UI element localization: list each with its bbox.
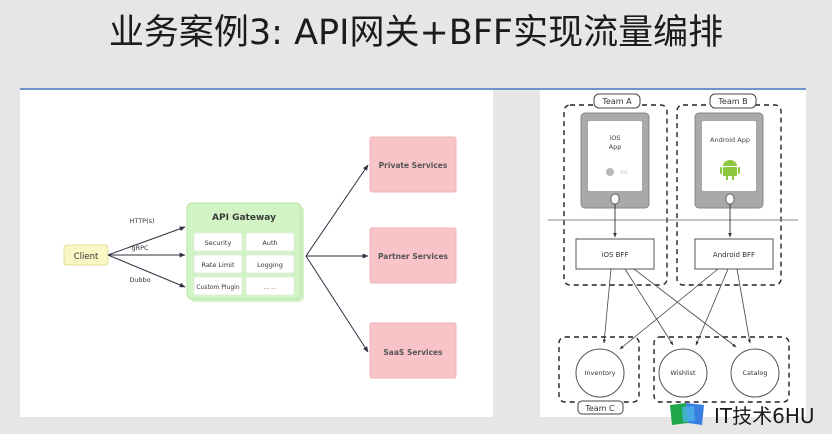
bff-diagram: Team A Team B iOS App iOS Android App [548,93,798,415]
partner-services-label: Partner Services [378,252,449,261]
team-b-label: Team B [717,97,747,106]
book-logo-icon [670,403,704,425]
slide-title: 业务案例3: API网关+BFF实现流量编排 [108,13,724,53]
team-c-label: Team C [584,404,615,413]
partner-services-node: Partner Services [369,227,457,284]
gateway-service-arrows [305,164,369,353]
plugin-security: Security [205,239,232,247]
team-a-label: Team A [601,97,632,106]
api-gateway-node: API Gateway Security Auth Rate Limit Log… [186,202,304,302]
plugin-auth: Auth [262,239,277,247]
api-gateway-diagram: Client HTTP(s) gRPC Dubbo API Gateway Se… [63,136,457,379]
team-c-group: Team C [558,336,640,415]
ios-app-device: iOS App iOS [580,112,650,209]
protocol-label-dubbo: Dubbo [129,276,150,284]
ios-bff-node: iOS BFF [575,238,655,270]
protocol-label-grpc: gRPC [131,244,149,252]
client-node: Client [63,244,109,266]
dubbo-arrow [107,254,186,288]
http-arrow [107,226,186,256]
saas-services-label: SaaS Services [383,348,443,357]
client-label: Client [74,252,99,262]
protocol-label-http: HTTP(s) [129,217,154,225]
catalog-label: Catalog [743,369,768,377]
shared-services-group [653,336,790,403]
bff-service-arrows [602,268,751,350]
android-bff-label: Android BFF [713,251,755,259]
team-a-group: Team A [563,93,668,286]
gateway-title: API Gateway [212,213,276,223]
ios-app-label-line2: App [609,143,622,151]
plugin-rate-limit: Rate Limit [201,261,235,269]
client-gateway-arrows: HTTP(s) gRPC Dubbo [107,217,186,288]
saas-arrow [305,255,369,353]
android-icon [720,160,740,180]
private-services-node: Private Services [369,136,457,193]
ios-bff-label: iOS BFF [602,251,629,259]
plugin-more: ... ... [263,284,276,291]
watermark: IT技术6HU [668,398,815,430]
team-b-group: Team B [676,93,782,286]
catalog-service-node: Catalog [730,348,780,398]
android-bff-node: Android BFF [694,238,774,270]
plugin-custom: Custom Plugin [196,284,239,291]
watermark-text: IT技术6HU [714,403,815,428]
android-app-device: Android App [694,112,764,209]
wishlist-service-node: Wishlist [658,348,708,398]
title-divider [20,88,806,90]
inventory-label: Inventory [584,369,615,377]
private-arrow [305,164,369,257]
wishlist-label: Wishlist [670,369,696,377]
svg-text:iOS: iOS [620,170,628,176]
inventory-service-node: Inventory [575,348,625,398]
api-gateway-diagram-panel: Client HTTP(s) gRPC Dubbo API Gateway Se… [20,90,493,417]
android-app-label: Android App [710,136,750,144]
apple-ios-icon: iOS [606,168,628,176]
saas-services-node: SaaS Services [369,322,457,379]
ios-app-label-line1: iOS [609,134,620,142]
private-services-label: Private Services [379,161,448,170]
plugin-logging: Logging [257,261,283,269]
bff-diagram-panel: Team A Team B iOS App iOS Android App [540,90,806,417]
